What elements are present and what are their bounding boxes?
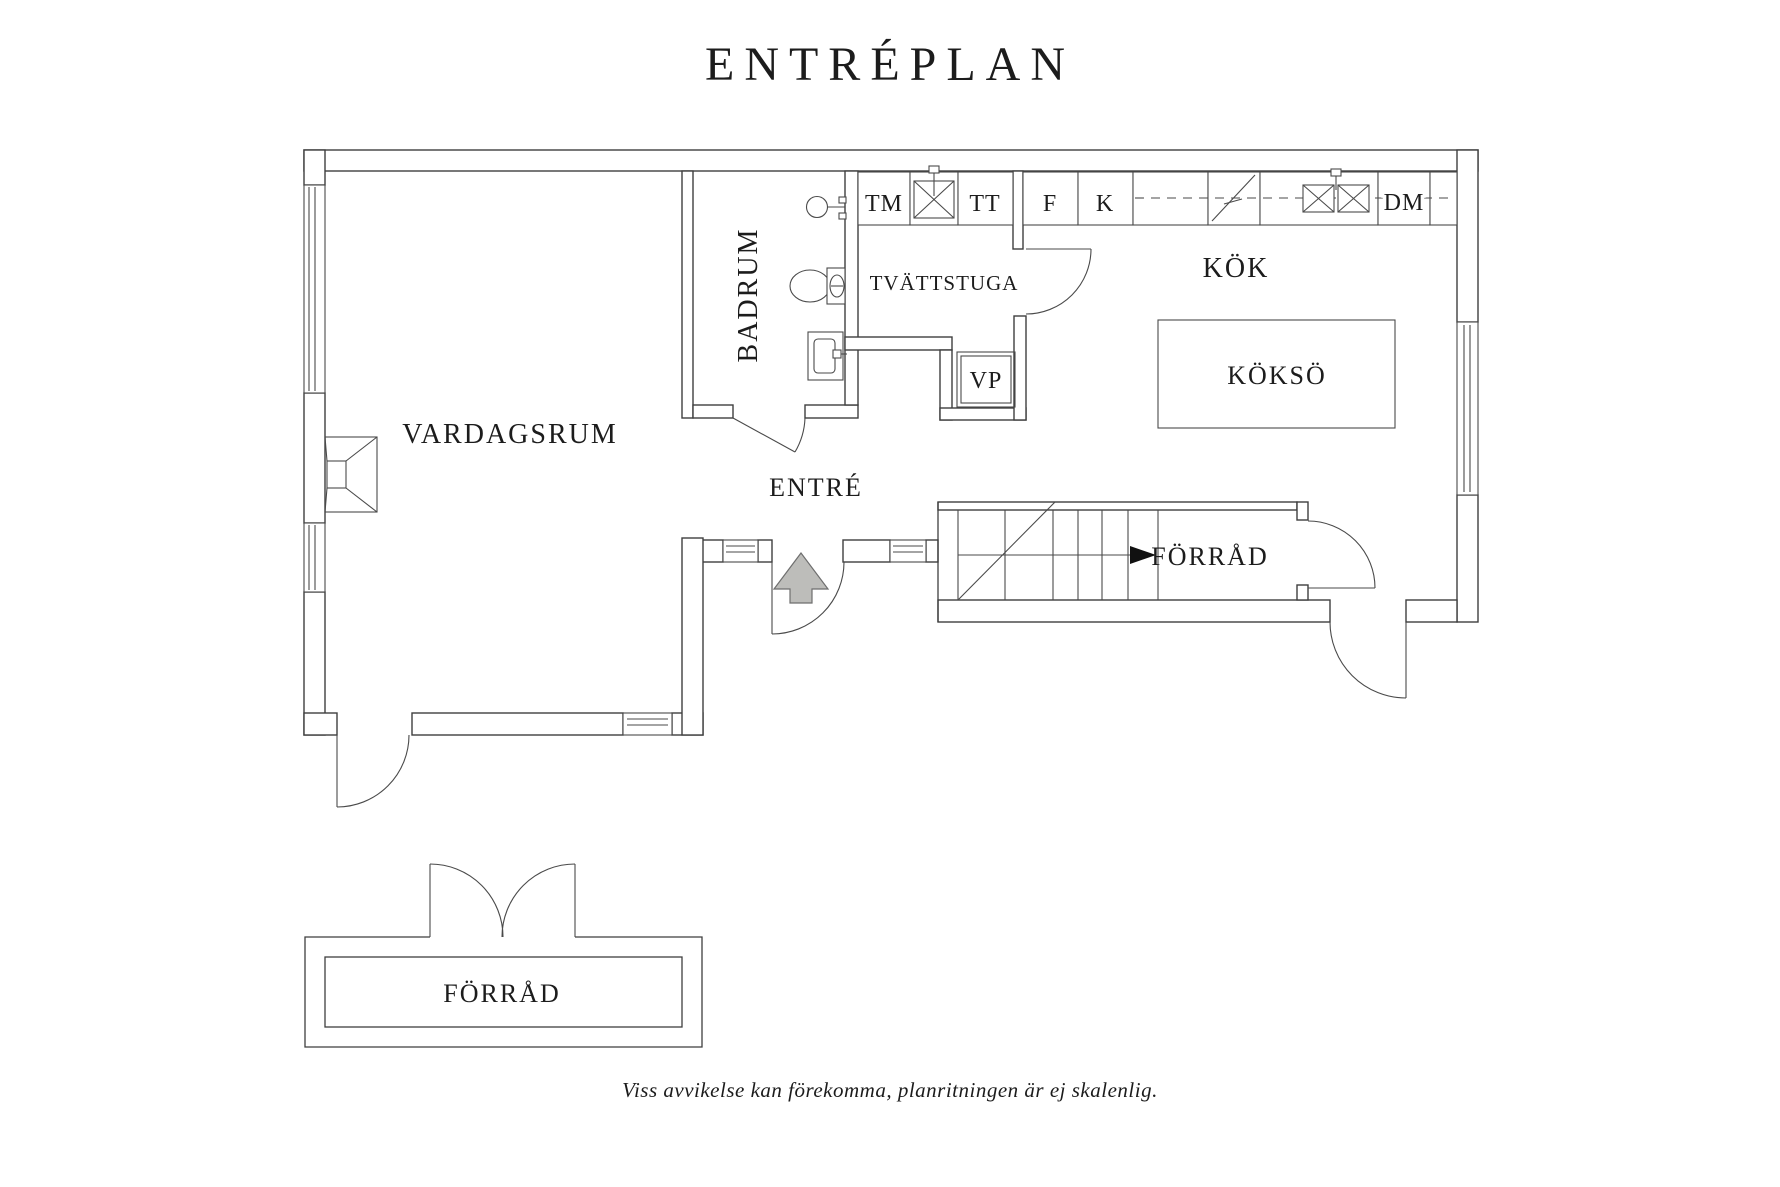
interior-walls bbox=[681, 170, 1309, 736]
room-label-vardagsrum: VARDAGSRUM bbox=[402, 419, 618, 450]
label-washing-machine: TM bbox=[865, 191, 903, 217]
window-entrance-right bbox=[889, 539, 927, 563]
bathroom-fixtures bbox=[789, 195, 847, 381]
label-dishwasher: DM bbox=[1384, 190, 1425, 216]
kitchen-counter bbox=[1022, 168, 1458, 226]
room-label-kok: KÖK bbox=[1203, 253, 1270, 284]
entrance-door bbox=[771, 561, 845, 635]
label-fridge: F bbox=[1043, 191, 1057, 217]
staircase bbox=[957, 501, 1159, 601]
heat-pump-box bbox=[956, 351, 1016, 408]
annex-double-doors bbox=[429, 863, 576, 938]
windows bbox=[303, 184, 1479, 736]
toilet-icon bbox=[789, 267, 846, 305]
page-title: ENTRÉPLAN bbox=[705, 38, 1075, 91]
label-heat-pump: VP bbox=[970, 368, 1003, 394]
room-label-forrad-annex: FÖRRÅD bbox=[443, 979, 560, 1008]
kitchen-double-sink-icon bbox=[1302, 168, 1370, 213]
laundry-counter bbox=[857, 165, 1014, 226]
bathroom-sink-icon bbox=[807, 331, 847, 381]
window-left-upper bbox=[303, 184, 326, 394]
kitchen-island bbox=[1157, 319, 1396, 429]
storage-annex bbox=[304, 863, 703, 1048]
badrum-door bbox=[732, 417, 806, 453]
exterior-walls bbox=[303, 149, 1479, 736]
entrance-arrow-icon bbox=[772, 552, 830, 604]
room-label-badrum: BADRUM bbox=[733, 228, 764, 363]
tvattstuga-door bbox=[1025, 248, 1092, 315]
laundry-sink-icon bbox=[913, 165, 955, 219]
room-label-kokso: KÖKSÖ bbox=[1227, 361, 1327, 390]
window-bottom bbox=[622, 712, 673, 736]
livingroom-terrace-door bbox=[336, 734, 410, 808]
window-left-lower bbox=[303, 522, 326, 593]
forrad-door bbox=[1307, 520, 1376, 589]
label-freezer: K bbox=[1096, 191, 1114, 217]
doors bbox=[336, 248, 1407, 808]
disclaimer-text: Viss avvikelse kan förekomma, planritnin… bbox=[622, 1078, 1158, 1102]
room-label-tvattstuga: TVÄTTSTUGA bbox=[870, 271, 1019, 295]
fireplace-icon bbox=[324, 436, 378, 513]
label-tumble-dryer: TT bbox=[969, 191, 1000, 217]
back-door bbox=[1329, 621, 1407, 699]
window-right bbox=[1456, 321, 1479, 496]
room-label-entre: ENTRÉ bbox=[769, 473, 863, 502]
stair-direction-arrow-icon bbox=[1130, 546, 1156, 564]
window-entrance-left bbox=[722, 539, 759, 563]
shower-icon bbox=[805, 195, 847, 220]
room-label-forrad-inner: FÖRRÅD bbox=[1151, 542, 1268, 571]
stove-icon bbox=[1211, 174, 1256, 222]
